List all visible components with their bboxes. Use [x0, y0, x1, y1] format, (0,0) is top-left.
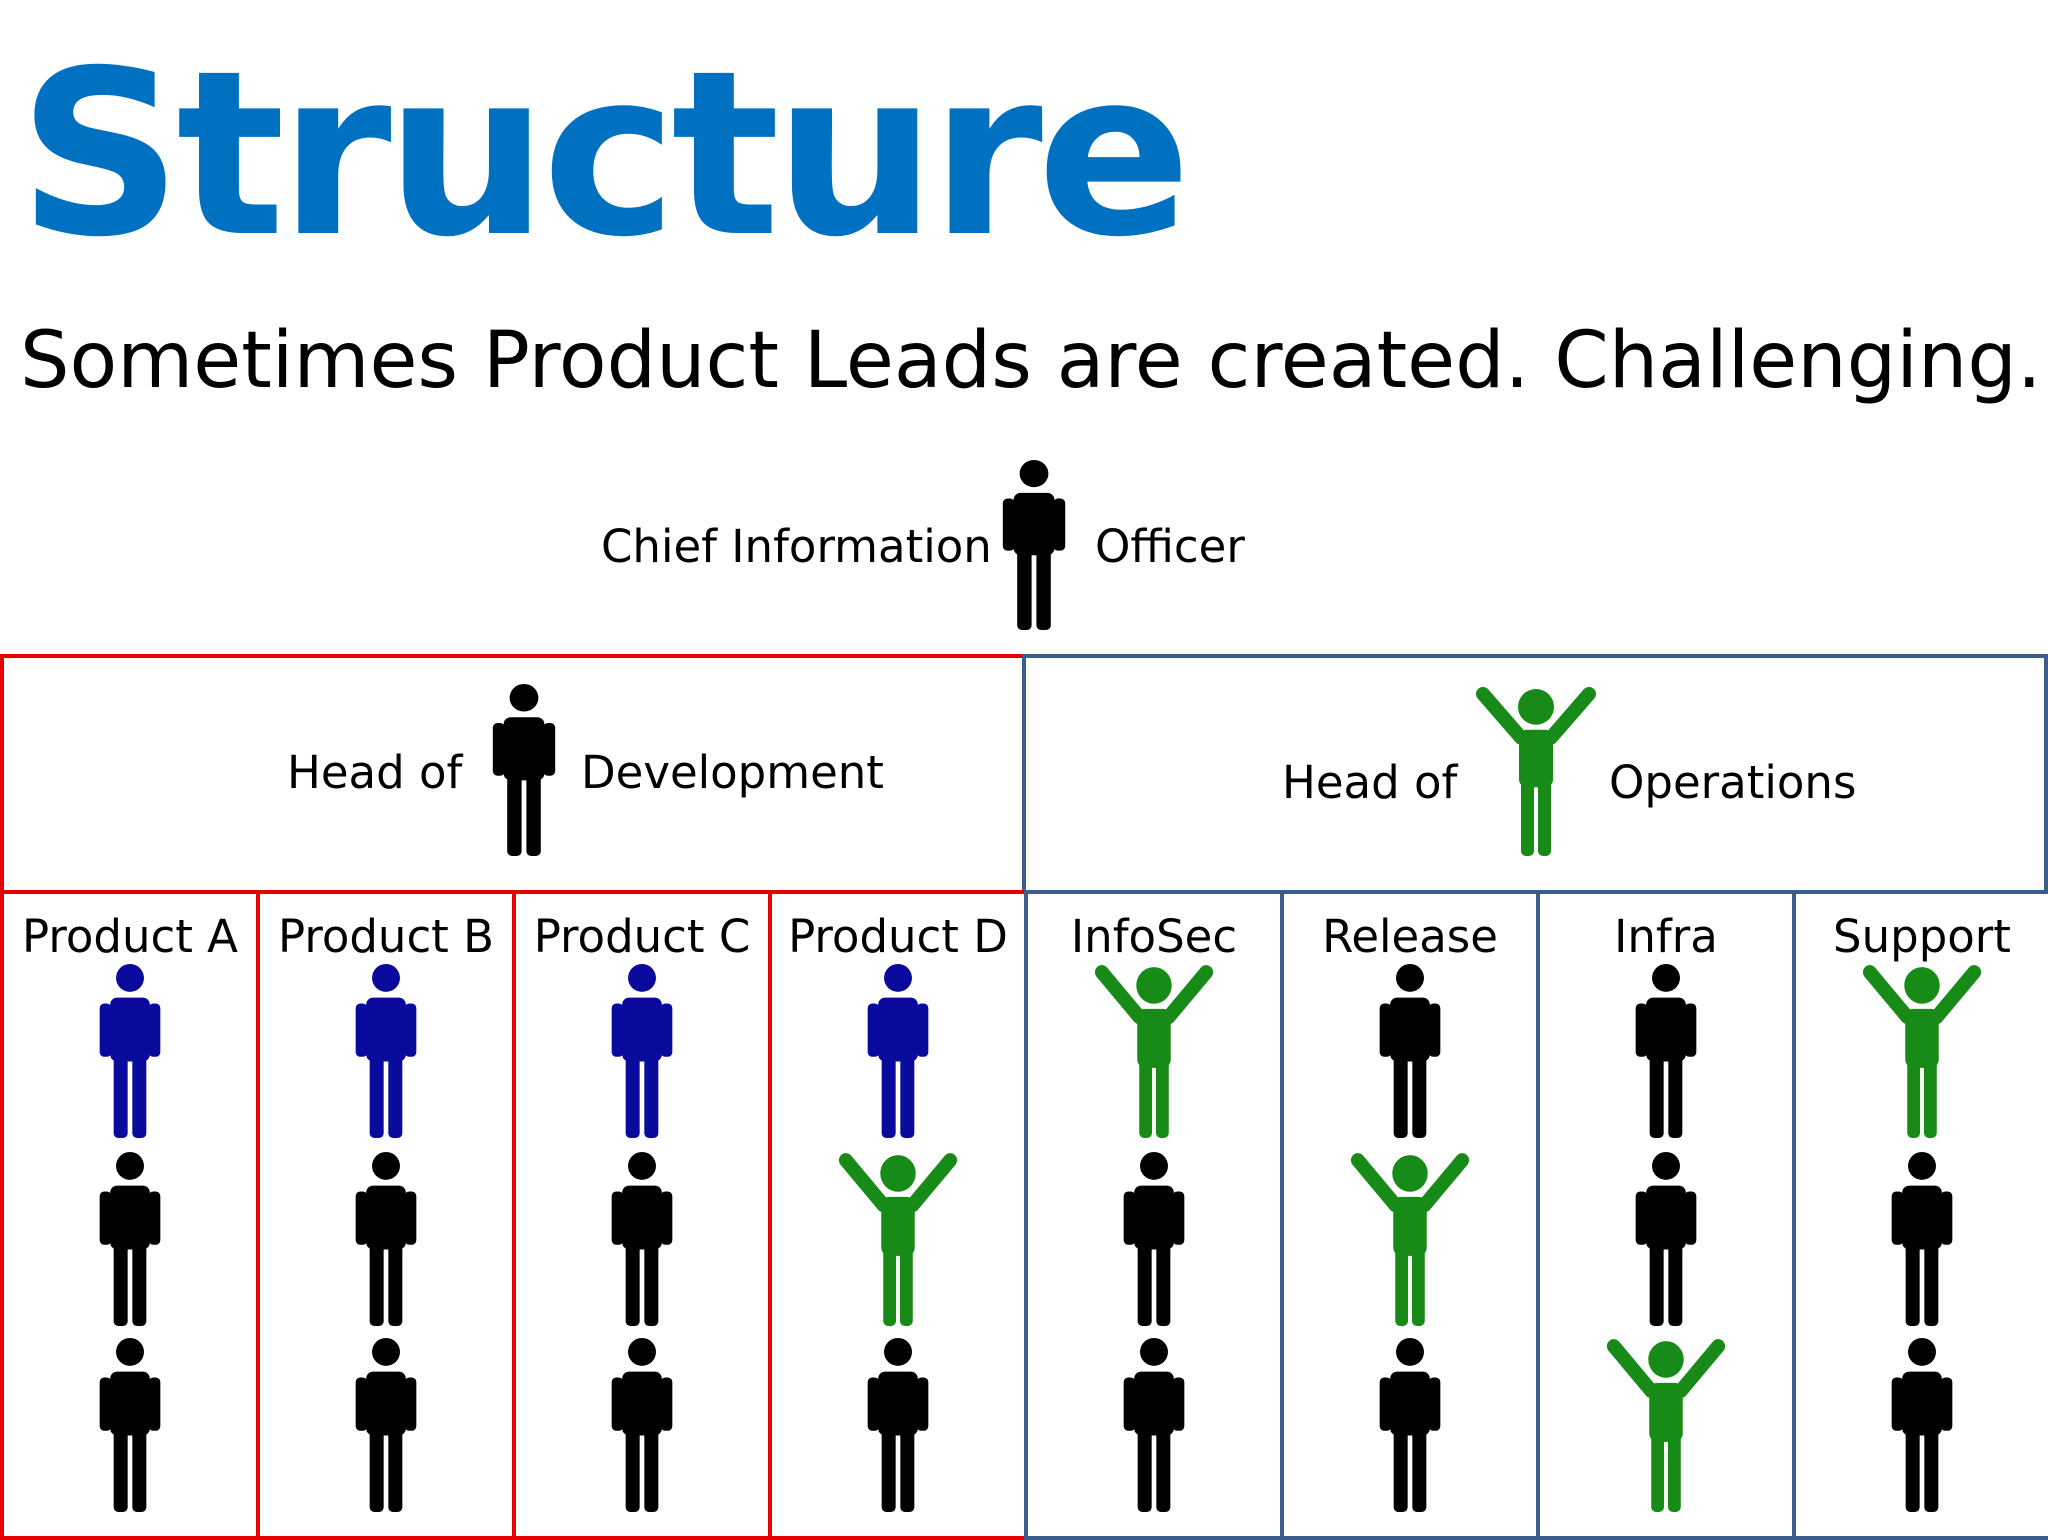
- team-name: Product D: [788, 910, 1008, 963]
- person-standing-icon: [351, 1152, 421, 1326]
- person-cheering-icon: [1346, 1148, 1474, 1326]
- person-standing-icon: [607, 1338, 677, 1512]
- person-standing-icon: [1375, 1338, 1445, 1512]
- team-column-product-b: Product B: [256, 890, 516, 1540]
- person-standing-icon: [1887, 1338, 1957, 1512]
- person-cheering-icon: [1858, 960, 1986, 1138]
- operations-label-right: Operations: [1609, 756, 1857, 809]
- person-standing-icon: [1119, 1338, 1189, 1512]
- development-header-box: Head of Development: [0, 654, 1026, 894]
- team-column-product-a: Product A: [0, 890, 260, 1540]
- person-standing-icon: [95, 1152, 165, 1326]
- team-column-product-d: Product D: [768, 890, 1028, 1540]
- team-name: Product C: [533, 910, 751, 963]
- cio-person-icon: [998, 460, 1070, 630]
- team-name: Release: [1322, 910, 1498, 963]
- person-standing-icon: [351, 1338, 421, 1512]
- team-name: Support: [1833, 910, 2011, 963]
- person-standing-icon: [95, 1338, 165, 1512]
- operations-label-left: Head of: [1282, 756, 1458, 809]
- page-title: Structure: [18, 21, 1191, 287]
- person-standing-icon: [1631, 964, 1701, 1138]
- team-name: Infra: [1614, 910, 1718, 963]
- product-lead-person-icon: [863, 964, 933, 1138]
- person-standing-icon: [607, 1152, 677, 1326]
- person-cheering-icon: [834, 1148, 962, 1326]
- team-column-infra: Infra: [1536, 890, 1796, 1540]
- cio-label-right: Officer: [1095, 520, 1245, 573]
- product-lead-person-icon: [351, 964, 421, 1138]
- head-of-operations-person-icon: [1471, 682, 1601, 856]
- person-standing-icon: [1119, 1152, 1189, 1326]
- team-name: InfoSec: [1070, 910, 1238, 963]
- person-standing-icon: [1887, 1152, 1957, 1326]
- team-name: Product A: [22, 910, 238, 963]
- person-standing-icon: [863, 1338, 933, 1512]
- person-cheering-icon: [1090, 960, 1218, 1138]
- team-column-product-c: Product C: [512, 890, 772, 1540]
- cio-label-left: Chief Information: [601, 520, 992, 573]
- development-label-right: Development: [581, 746, 884, 799]
- team-column-infosec: InfoSec: [1024, 890, 1284, 1540]
- person-standing-icon: [1375, 964, 1445, 1138]
- head-of-development-person-icon: [488, 684, 560, 856]
- team-column-release: Release: [1280, 890, 1540, 1540]
- team-name: Product B: [277, 910, 495, 963]
- development-label-left: Head of: [287, 746, 463, 799]
- person-cheering-icon: [1602, 1334, 1730, 1512]
- product-lead-person-icon: [95, 964, 165, 1138]
- team-column-support: Support: [1792, 890, 2048, 1540]
- person-standing-icon: [1631, 1152, 1701, 1326]
- page-subtitle: Sometimes Product Leads are created. Cha…: [20, 316, 2042, 406]
- product-lead-person-icon: [607, 964, 677, 1138]
- operations-header-box: Head of Operations: [1022, 654, 2048, 894]
